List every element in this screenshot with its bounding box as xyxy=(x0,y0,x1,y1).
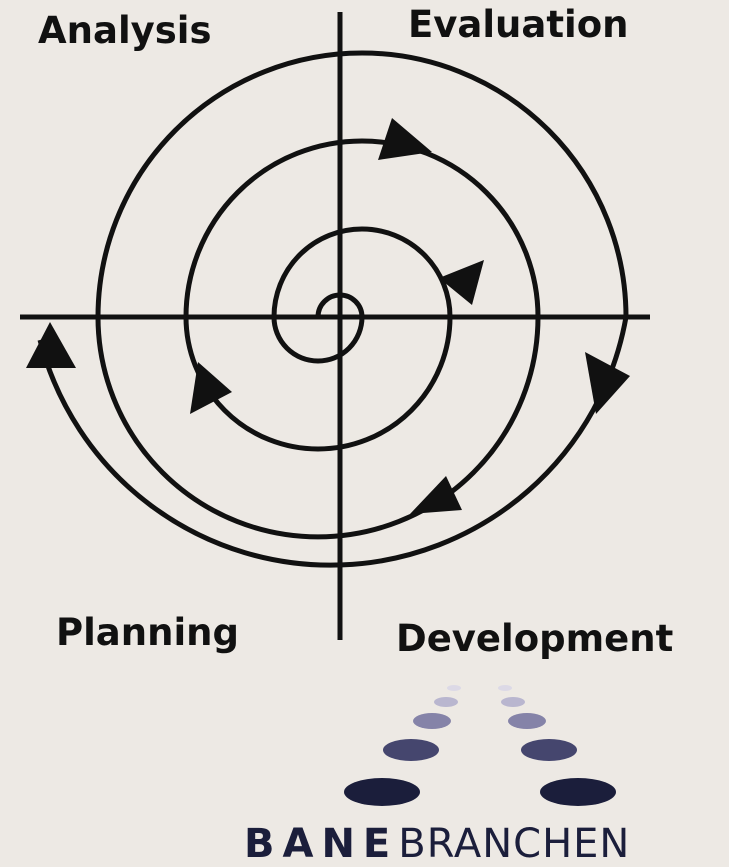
arrow-left-outer xyxy=(26,322,76,368)
logo-wordmark: BANEBRANCHEN xyxy=(244,824,630,864)
rail-dots-right xyxy=(498,685,616,806)
arrow-bottom-middle xyxy=(410,476,462,514)
arrow-evaluation-inner xyxy=(378,118,432,160)
quadrant-label-development: Development xyxy=(396,617,674,660)
arrow-right-outer xyxy=(585,352,630,414)
arrow-right-middle xyxy=(439,260,484,305)
quadrant-label-planning: Planning xyxy=(56,611,239,654)
logo-word-light: BRANCHEN xyxy=(398,821,631,867)
arrow-left-inner xyxy=(190,362,232,414)
quadrant-label-analysis: Analysis xyxy=(38,9,212,52)
quadrant-label-evaluation: Evaluation xyxy=(408,3,629,46)
logo-word-bold: BANE xyxy=(244,821,399,867)
rail-dots-left xyxy=(344,685,461,806)
spiral-curve xyxy=(37,50,629,568)
